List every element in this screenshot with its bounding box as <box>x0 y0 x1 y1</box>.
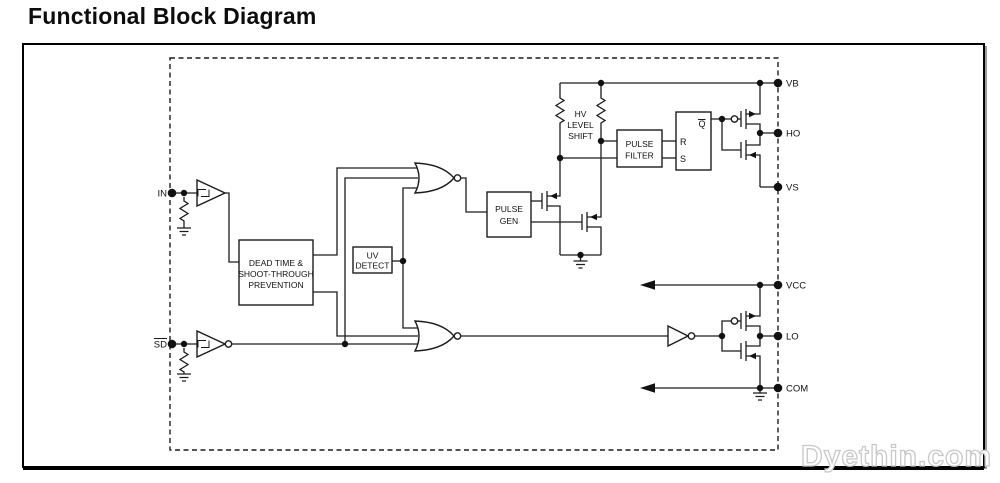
pin-vs-label: VS <box>786 183 799 194</box>
pulse-filter-block: PULSE FILTER <box>616 129 663 168</box>
pin-lo-label: LO <box>786 332 799 343</box>
pulldown-resistor-sd <box>178 348 190 374</box>
vcc-feed-arrow-icon <box>640 280 655 290</box>
pin-vb-label: VB <box>786 79 799 90</box>
hv-level-shift-label: SHIFT <box>568 131 593 141</box>
junction-dots <box>180 79 764 392</box>
dead-time-block: DEAD TIME & SHOOT-THROUGH PREVENTION <box>238 239 314 306</box>
inverter-low-side-driver <box>667 324 696 348</box>
dead-time-label: DEAD TIME & <box>249 258 303 268</box>
mosfet-arrow-icon <box>749 151 756 159</box>
hysteresis-icon <box>197 340 210 348</box>
pin-dot <box>773 280 783 290</box>
latch-s-label: S <box>680 154 686 164</box>
pin-dot <box>773 182 783 192</box>
schmitt-buffer-in <box>196 178 227 208</box>
watermark: Dyethin.com <box>800 439 992 473</box>
pin-in: IN <box>158 189 177 200</box>
level-shift-resistor-right <box>595 83 607 141</box>
level-shift-resistor-left <box>554 83 566 158</box>
pin-vcc: VCC <box>773 280 806 292</box>
mosfet-arrow-icon <box>749 352 756 360</box>
uv-detect-label: DETECT <box>356 261 390 271</box>
com-feed-arrow-icon <box>640 383 655 393</box>
mosfet-arrow-icon <box>590 213 597 221</box>
pin-vb: VB <box>773 78 799 90</box>
pulse-gen-block: PULSE GEN <box>486 191 532 238</box>
ground-icon <box>177 227 191 236</box>
hv-level-shift-label: HV <box>575 109 587 119</box>
low-side-nmos <box>740 341 756 361</box>
pin-lo: LO <box>773 331 799 343</box>
high-side-nmos <box>740 140 756 160</box>
page-title: Functional Block Diagram <box>28 3 317 29</box>
low-side-pmos <box>730 311 756 331</box>
gate-bubble-icon <box>730 115 739 123</box>
pin-ho-label: HO <box>786 129 800 140</box>
inverter-bubble-icon <box>453 174 462 182</box>
pin-sd: SD <box>154 338 177 351</box>
latch-qbar-label: Q <box>699 119 706 129</box>
pulse-filter-label: PULSE <box>626 139 654 149</box>
latch-r-label: R <box>680 137 687 147</box>
hv-level-shift-label: LEVEL <box>567 120 594 130</box>
inverter-bubble-icon <box>687 332 696 340</box>
inverter-bubble-icon <box>224 340 233 348</box>
rs-latch-block: R S Q <box>675 111 712 171</box>
pin-dot <box>773 78 783 88</box>
pin-vs: VS <box>773 182 799 194</box>
pin-dot <box>167 188 177 198</box>
ground-icon <box>753 392 767 401</box>
high-side-pmos <box>730 109 756 129</box>
pin-com: COM <box>773 383 808 395</box>
pin-in-label: IN <box>158 189 168 200</box>
pin-dot <box>167 339 177 349</box>
inverter-bubble-icon <box>453 332 462 340</box>
dead-time-label: PREVENTION <box>248 280 303 290</box>
mosfet-arrow-icon <box>749 312 756 320</box>
pulse-filter-label: FILTER <box>625 151 654 161</box>
pin-dot <box>773 128 783 138</box>
nor-gate-high-side <box>413 162 462 194</box>
pin-ho: HO <box>773 128 800 140</box>
hysteresis-icon <box>197 189 210 197</box>
gate-bubble-icon <box>730 317 739 325</box>
pin-vcc-label: VCC <box>786 281 806 292</box>
mosfet-arrow-icon <box>749 110 756 118</box>
pin-sd-label: SD <box>154 340 167 351</box>
pin-dot <box>773 383 783 393</box>
schmitt-inverter-sd <box>196 329 233 359</box>
hv-level-shift-label-group: HV LEVEL SHIFT <box>567 109 594 141</box>
nor-gate-low-side <box>413 320 462 352</box>
ground-icon <box>573 260 588 269</box>
ground-icon <box>177 373 191 382</box>
pulldown-resistor-in <box>178 197 190 228</box>
diagram-frame <box>22 43 985 468</box>
level-shift-nmos-right <box>581 212 597 232</box>
level-shift-nmos-left <box>541 191 557 211</box>
pin-dot <box>773 331 783 341</box>
uv-detect-label: UV <box>367 251 379 261</box>
ic-boundary-dashed-box <box>169 57 779 451</box>
uv-detect-block: UV DETECT <box>352 246 393 274</box>
dead-time-label: SHOOT-THROUGH <box>238 269 314 279</box>
pulse-gen-label: PULSE <box>495 204 523 214</box>
mosfet-arrow-icon <box>550 192 557 200</box>
pin-com-label: COM <box>786 384 808 395</box>
pulse-gen-label: GEN <box>500 216 518 226</box>
